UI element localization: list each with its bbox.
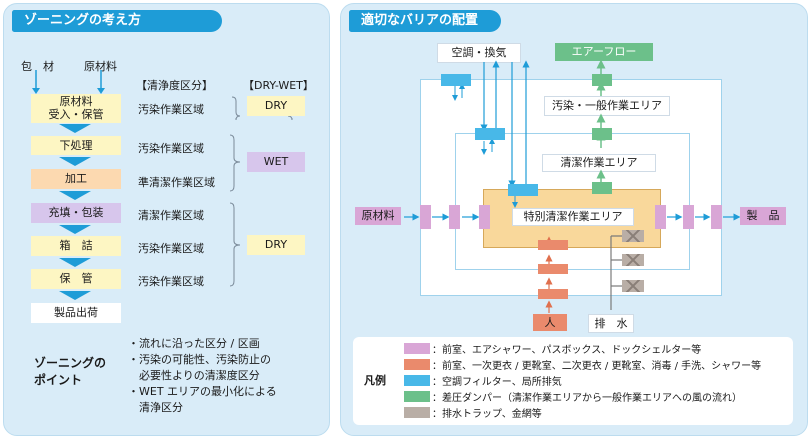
legend-swatch-3	[404, 375, 430, 386]
air-conditioning-label: 空調・換気	[437, 43, 521, 63]
legend-text-3: ：空調フィルター、局所排気	[432, 377, 562, 388]
zone-label-6: 汚染作業区域	[138, 275, 204, 288]
damper-1	[592, 74, 612, 86]
point-4: ・WET エリアの最小化による	[128, 385, 277, 398]
legend-title: 凡例	[364, 374, 386, 387]
passbox-2	[449, 205, 460, 229]
changing-room-3	[538, 289, 568, 299]
drain-trap-2	[622, 254, 644, 266]
step-boxing: 箱 詰	[31, 236, 121, 256]
legend-text-1: ：前室、エアシャワー、パスボックス、ドックシェルター等	[432, 345, 702, 356]
passbox-4	[655, 205, 666, 229]
column-header-drywet: 【DRY-WET】	[243, 79, 314, 92]
input-label-pack: 包 材	[21, 60, 54, 73]
person-label: 人	[533, 314, 567, 331]
zone-label-5: 汚染作業区域	[138, 242, 204, 255]
badge-dry-2: DRY	[247, 235, 305, 255]
zone-general-label: 汚染・一般作業エリア	[544, 96, 670, 116]
legend-text-5: ：排水トラップ、金網等	[432, 409, 542, 420]
step-preprocessing: 下処理	[31, 136, 121, 155]
legend-swatch-1	[404, 343, 430, 354]
passbox-1	[420, 205, 431, 229]
drain-label: 排 水	[588, 314, 634, 333]
point-1: ・流れに沿った区分 / 区画	[128, 337, 260, 350]
step-processing: 加工	[31, 169, 121, 189]
input-label-raw: 原材料	[84, 60, 117, 73]
zone-label-1: 汚染作業区域	[138, 103, 204, 116]
passbox-6	[711, 205, 722, 229]
zone-label-3: 準清潔作業区域	[138, 176, 215, 189]
zoning-title: ゾーニングの考え方	[12, 10, 222, 32]
passbox-3	[479, 205, 490, 229]
step-filling-packing: 充填・包装	[31, 203, 121, 223]
passbox-5	[683, 205, 694, 229]
legend-swatch-4	[404, 391, 430, 402]
drain-trap-3	[622, 280, 644, 292]
point-3: 必要性よりの清潔度区分	[128, 369, 260, 382]
legend-swatch-2	[404, 359, 430, 370]
column-header-cleanliness: 【清浄度区分】	[136, 79, 213, 92]
points-title: ゾーニングの ポイント	[34, 356, 107, 387]
damper-3	[592, 182, 612, 194]
barrier-title: 適切なバリアの配置	[349, 10, 501, 32]
step-raw-storage: 原材料 受入・保管	[31, 94, 121, 123]
legend-text-2: ：前室、一次更衣 / 更靴室、二次更衣 / 更靴室、消毒 / 手洗、シャワー等	[432, 361, 762, 372]
zone-label-4: 清潔作業区域	[138, 209, 204, 222]
airflow-label: エアーフロー	[555, 43, 653, 61]
changing-room-1	[538, 240, 568, 250]
zone-label-2: 汚染作業区域	[138, 142, 204, 155]
step-storage: 保 管	[31, 269, 121, 289]
badge-wet: WET	[247, 152, 305, 172]
point-2: ・汚染の可能性、汚染防止の	[128, 353, 271, 366]
air-filter-2	[475, 128, 505, 140]
damper-2	[592, 128, 612, 140]
air-filter-3	[508, 184, 538, 196]
changing-room-2	[538, 264, 568, 274]
air-filter-1	[441, 74, 471, 86]
drain-trap-1	[622, 230, 644, 242]
badge-dry-1: DRY	[247, 96, 305, 116]
step-shipping: 製品出荷	[31, 303, 121, 323]
legend-text-4: ：差圧ダンパー（清潔作業エリアから一般作業エリアへの風の流れ）	[432, 393, 742, 404]
product-label: 製 品	[740, 207, 786, 225]
zone-special-label: 特別清潔作業エリア	[512, 208, 634, 226]
raw-material-label: 原材料	[355, 207, 401, 225]
legend-swatch-5	[404, 407, 430, 418]
point-5: 清浄区分	[128, 401, 183, 414]
